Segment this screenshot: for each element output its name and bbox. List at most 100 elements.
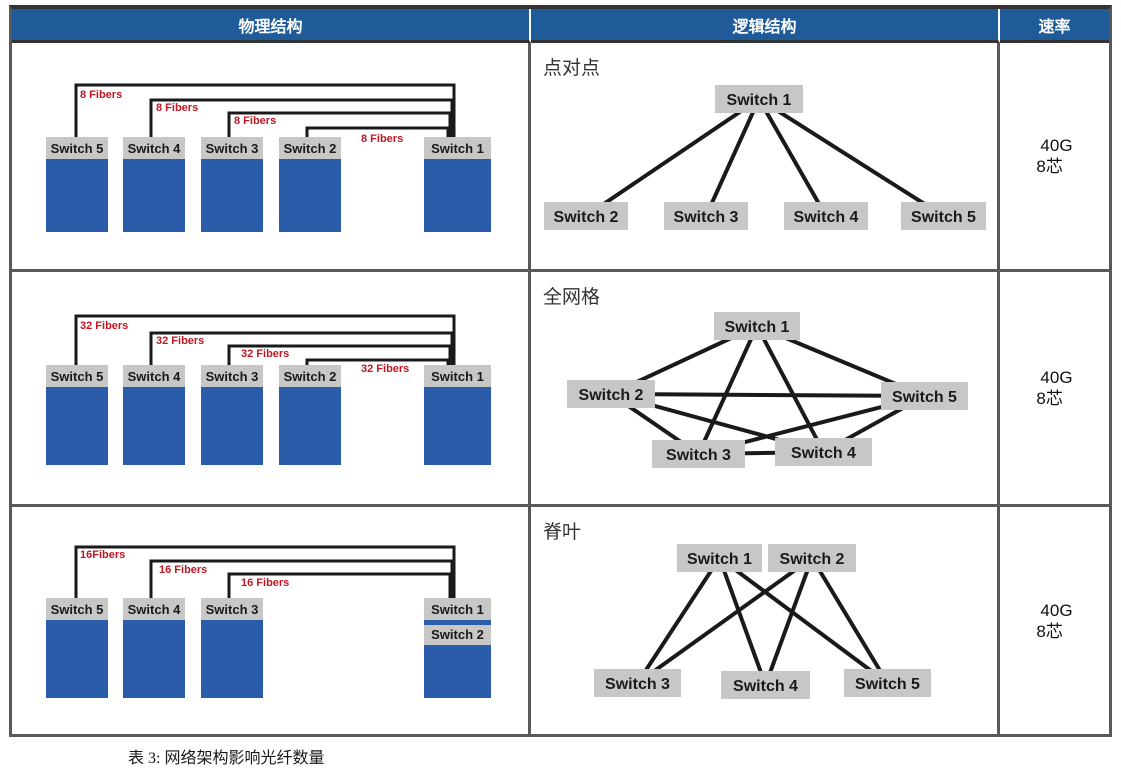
switch-label: Switch 1 [431,369,484,384]
topology-edge [636,556,814,685]
column-header-speed: 速率 [1000,9,1109,43]
switch-node-label: Switch 2 [579,387,644,404]
speed-rate: 40G [1040,368,1073,387]
switch-label: Switch 2 [284,141,337,156]
fiber-count-label: 8 Fibers [156,102,198,114]
logical-structure-title: 全网格 [543,286,600,308]
fiber-count-label: 32 Fibers [80,320,128,332]
switch-node-box [784,202,868,230]
topology-edge [696,325,759,455]
switch-node-box [652,440,745,468]
switch-node-box [715,85,803,113]
fiber-cable-line [149,559,454,598]
fiber-cable-line [227,111,452,137]
fiber-cable-line [149,98,454,137]
column-header-logical-structure: 逻辑结构 [531,9,1000,43]
fiber-count-label: 8 Fibers [361,133,403,145]
switch-node-label: Switch 4 [733,678,798,695]
switch-body [46,620,108,698]
switch-label: Switch 5 [51,369,104,384]
logical-diagram-spine-leaf: Switch 1 Switch 2 Switch 3 Switch 4 Switch 5… [543,521,931,699]
fiber-cable-line [74,314,456,365]
switch-node-box [775,438,872,466]
logical-structure-title: 点对点 [543,57,600,79]
switch-node-box [881,382,968,410]
fiber-cable-line [227,572,452,598]
switch-label: Switch 3 [206,369,259,384]
switch-body [46,159,108,232]
switch-node-label: Switch 5 [855,676,920,693]
switch-label-box [279,365,341,387]
switch-label-box [123,137,185,159]
fiber-count-label: 32 Fibers [361,363,409,375]
topology-edge [704,98,761,217]
topology-edge [635,556,722,685]
switch-node-box [768,544,856,572]
switch-node-label: Switch 2 [554,209,619,226]
switch-body [201,620,263,698]
logical-structure-title: 脊叶 [543,521,581,543]
speed-cores: 8芯 [1036,389,1063,408]
switch-node-label: Switch 1 [727,92,792,109]
switch-label: Switch 1 [431,602,484,617]
speed-rate: 40G [1040,600,1073,620]
switch-node-label: Switch 3 [605,676,670,693]
switch-node-label: Switch 5 [892,389,957,406]
table-caption: 表 3: 网络架构影响光纤数量 [128,750,325,767]
speed-cell-row2: 40G 8芯 [1000,272,1109,507]
topology-edge [755,325,826,453]
switch-node-box [844,669,931,697]
fiber-cable-line [149,331,454,365]
switch-node-box [677,544,762,572]
switch-node-box [544,202,628,230]
fiber-cable-line [305,126,450,137]
topology-edge [757,97,945,218]
switch-label: Switch 3 [206,141,259,156]
fiber-cable-line [305,358,450,365]
switch-body [279,387,341,465]
switch-body [201,159,263,232]
speed-cores: 8芯 [1036,621,1063,641]
speed-cell-row3: 40G 8芯 [1000,507,1109,734]
speed-rate: 40G [1040,136,1073,155]
switch-node-label: Switch 5 [911,209,976,226]
switch-body [424,387,491,465]
switch-label-box [201,598,263,620]
switch-label-box [123,365,185,387]
switch-label: Switch 4 [128,141,182,156]
topology-edge [717,557,768,686]
switch-node-box [714,312,800,340]
switch-node-label: Switch 3 [674,209,739,226]
fiber-cable-line [74,83,456,137]
fiber-count-label: 16 Fibers [159,564,207,576]
switch-node-label: Switch 3 [666,447,731,464]
switch-label: Switch 4 [128,369,182,384]
topology-edge [763,557,814,686]
fiber-count-label: 16Fibers [80,549,125,561]
switch-label-box [201,365,263,387]
switch-label-box [424,137,491,159]
topology-edge [718,556,889,685]
fiber-count-label: 32 Fibers [241,348,289,360]
fiber-cable-line [74,545,456,598]
speed-cell-row1: 40G 8芯 [1000,43,1109,272]
switch-label-box [46,365,108,387]
switch-body [201,387,263,465]
switch-node-label: Switch 2 [780,551,845,568]
fiber-cable-line [227,344,452,365]
switch-node-box [594,669,681,697]
switch-body [123,159,185,232]
column-header-physical-structure: 物理结构 [12,9,531,43]
topology-edge [810,556,890,685]
switch-node-label: Switch 1 [687,551,752,568]
